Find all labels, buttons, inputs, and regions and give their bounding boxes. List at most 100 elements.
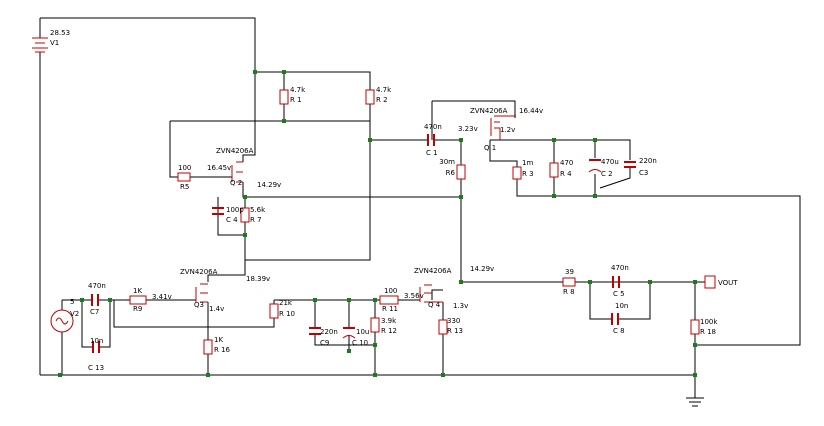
output-label: VOUT bbox=[718, 279, 738, 287]
capacitor-c4-name: C 4 bbox=[226, 216, 238, 224]
resistor-r4-name: R 4 bbox=[560, 170, 572, 178]
resistor-r6-name: R6 bbox=[446, 169, 456, 177]
resistor-r18-value: 100k bbox=[700, 318, 718, 326]
capacitor-c8-value: 10n bbox=[615, 302, 628, 310]
capacitor-c10-value: 10u bbox=[356, 328, 369, 336]
resistor-r1-value: 4.7k bbox=[290, 86, 306, 94]
node-voltages: 16.44v 3.23v 1.2v 16.45v 14.29v 18.39v 3… bbox=[152, 107, 543, 313]
resistor-r8-value: 39 bbox=[565, 268, 574, 276]
resistor-r13[interactable]: 330 R 13 bbox=[438, 317, 463, 335]
capacitor-c10-name: C 10 bbox=[352, 339, 368, 347]
resistor-r11-value: 100 bbox=[384, 287, 397, 295]
voltage-q1-gate: 3.23v bbox=[458, 125, 478, 133]
capacitor-c3[interactable]: 220n C3 bbox=[624, 157, 657, 177]
resistor-r16[interactable]: 1K R 16 bbox=[203, 336, 231, 355]
transistor-q1[interactable]: ZVN4206A Q 1 bbox=[470, 107, 516, 152]
transistor-q3-part: ZVN4206A bbox=[180, 268, 218, 276]
capacitor-c7[interactable]: 470n C7 bbox=[88, 282, 106, 316]
transistor-q4-part: ZVN4206A bbox=[414, 267, 452, 275]
resistor-r10-name: R 10 bbox=[279, 310, 295, 318]
source-v1[interactable]: 28.53 V1 bbox=[32, 29, 70, 53]
capacitor-c8[interactable]: 10n C 8 bbox=[611, 302, 628, 335]
resistor-r1-name: R 1 bbox=[290, 96, 302, 104]
junction-dot bbox=[552, 138, 556, 142]
junction-dot bbox=[459, 280, 463, 284]
resistor-r13-value: 330 bbox=[447, 317, 460, 325]
capacitor-c13-value: 10n bbox=[90, 337, 103, 345]
junction-dot bbox=[459, 138, 463, 142]
junction-dot bbox=[282, 119, 286, 123]
resistor-r7[interactable]: 5.6k R 7 bbox=[240, 206, 266, 224]
resistor-r1[interactable]: 4.7k R 1 bbox=[279, 86, 306, 105]
junction-dot bbox=[58, 373, 62, 377]
resistor-r11-name: R 11 bbox=[382, 305, 398, 313]
resistor-r4-value: 470 bbox=[560, 159, 573, 167]
transistor-q3[interactable]: ZVN4206A Q3 bbox=[180, 268, 218, 309]
resistor-r2[interactable]: 4.7k R 2 bbox=[365, 86, 392, 105]
voltage-q1-drain: 16.44v bbox=[519, 107, 543, 115]
resistor-r7-name: R 7 bbox=[250, 216, 262, 224]
capacitor-c9[interactable]: 220n C9 bbox=[309, 327, 338, 347]
voltage-q3-source: 1.4v bbox=[209, 305, 224, 313]
resistor-r9[interactable]: 1K R9 bbox=[129, 287, 147, 313]
voltage-q3-drain: 18.39v bbox=[246, 275, 270, 283]
resistor-r3-value: 1m bbox=[522, 159, 533, 167]
capacitor-c5-name: C 5 bbox=[613, 290, 625, 298]
resistor-r6[interactable]: 30m R6 bbox=[439, 158, 466, 180]
capacitor-c13[interactable]: 10n C 13 bbox=[88, 337, 104, 372]
capacitor-c2-value: 470u bbox=[601, 158, 619, 166]
capacitor-c4-value: 100p bbox=[226, 206, 244, 214]
voltage-q4-gate: 3.56v bbox=[404, 292, 424, 300]
resistor-r4[interactable]: 470 R 4 bbox=[549, 159, 573, 178]
voltage-q2-gate: 16.45v bbox=[207, 164, 231, 172]
resistor-r5-name: R5 bbox=[180, 183, 189, 191]
resistor-r8[interactable]: 39 R 8 bbox=[562, 268, 576, 296]
junction-dot bbox=[347, 298, 351, 302]
resistor-r12[interactable]: 3.9k R 12 bbox=[370, 317, 397, 335]
junction-dot bbox=[373, 298, 377, 302]
resistor-r9-name: R9 bbox=[133, 305, 142, 313]
voltage-q2-source: 14.29v bbox=[257, 181, 281, 189]
voltage-q4-source: 1.3v bbox=[453, 302, 468, 310]
capacitor-c1[interactable]: 470n C 1 bbox=[424, 123, 442, 157]
resistor-r8-name: R 8 bbox=[563, 288, 575, 296]
capacitor-c3-name: C3 bbox=[639, 169, 648, 177]
transistor-q4[interactable]: ZVN4206A Q 4 bbox=[414, 267, 452, 309]
capacitor-c4[interactable]: 100p C 4 bbox=[212, 206, 244, 224]
junction-dot bbox=[243, 233, 247, 237]
capacitor-c2[interactable]: 470u C 2 bbox=[588, 158, 619, 178]
junction-dot bbox=[459, 195, 463, 199]
resistor-r3[interactable]: 1m R 3 bbox=[512, 159, 534, 180]
capacitor-c9-name: C9 bbox=[320, 339, 329, 347]
transistor-q2-name: Q 2 bbox=[230, 179, 242, 187]
capacitor-c13-name: C 13 bbox=[88, 364, 104, 372]
resistor-r6-value: 30m bbox=[439, 158, 455, 166]
resistor-r7-value: 5.6k bbox=[250, 206, 266, 214]
resistor-r9-value: 1K bbox=[133, 287, 142, 295]
transistor-q1-part: ZVN4206A bbox=[470, 107, 508, 115]
resistor-r10[interactable]: 21k R 10 bbox=[269, 299, 295, 319]
junction-dot bbox=[593, 138, 597, 142]
capacitor-c8-name: C 8 bbox=[613, 327, 625, 335]
resistor-r18[interactable]: 100k R 18 bbox=[690, 318, 718, 336]
transistor-q4-name: Q 4 bbox=[428, 301, 441, 309]
output-terminal[interactable]: VOUT bbox=[704, 275, 738, 289]
resistor-r11[interactable]: 100 R 11 bbox=[379, 287, 399, 313]
resistor-r5-value: 100 bbox=[178, 164, 191, 172]
transistor-q2[interactable]: ZVN4206A Q 2 bbox=[216, 147, 254, 187]
capacitor-c7-name: C7 bbox=[90, 308, 99, 316]
junction-dot bbox=[253, 70, 257, 74]
capacitor-c10[interactable]: 10u C 10 bbox=[342, 327, 369, 347]
junction-dot bbox=[108, 298, 112, 302]
resistor-r2-value: 4.7k bbox=[376, 86, 392, 94]
source-v2[interactable]: 5 V2 bbox=[50, 298, 79, 333]
wires bbox=[39, 17, 801, 407]
resistor-r18-name: R 18 bbox=[700, 328, 716, 336]
voltage-output-node: 14.29v bbox=[470, 265, 494, 273]
source-v2-name: V2 bbox=[70, 310, 79, 318]
junction-dot bbox=[693, 280, 697, 284]
junction-dot bbox=[648, 280, 652, 284]
resistor-r5[interactable]: 100 R5 bbox=[177, 164, 191, 191]
capacitor-c5[interactable]: 470n C 5 bbox=[611, 264, 629, 298]
